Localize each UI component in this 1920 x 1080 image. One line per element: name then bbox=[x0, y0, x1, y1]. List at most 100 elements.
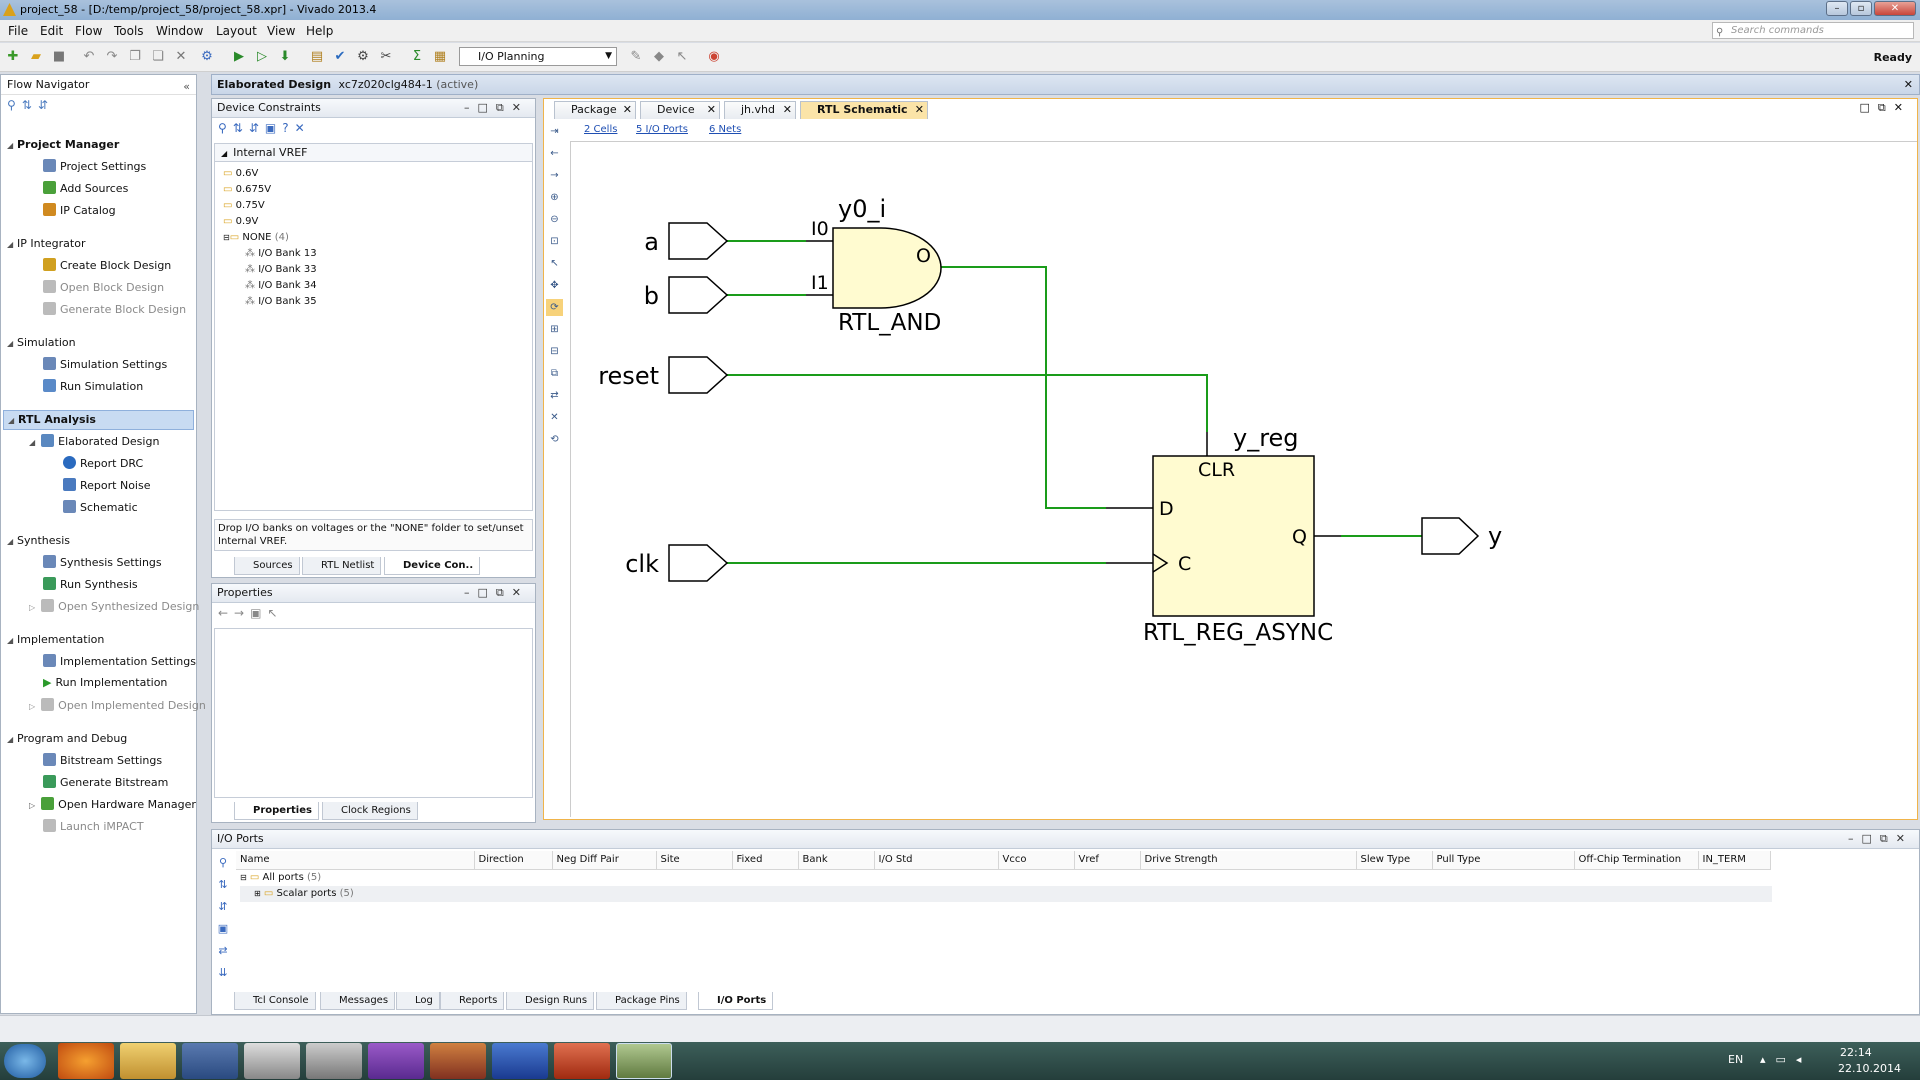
column-header[interactable]: Name bbox=[236, 851, 475, 870]
menu-file[interactable]: File bbox=[8, 24, 29, 38]
close-icon[interactable]: ✕ bbox=[706, 103, 716, 116]
panel-window-controls[interactable]: –□⧉✕ bbox=[464, 586, 529, 599]
launch-impact[interactable]: Launch iMPACT bbox=[43, 819, 144, 833]
delete-icon[interactable]: ✕ bbox=[175, 49, 187, 64]
pointer-icon[interactable]: ↖ bbox=[676, 49, 688, 64]
nets-link[interactable]: 6 Nets bbox=[709, 124, 742, 135]
tab-package-pins[interactable]: Package Pins bbox=[596, 992, 687, 1010]
panel-window-controls[interactable]: –□⧉✕ bbox=[464, 101, 529, 114]
section-rtl-analysis[interactable]: ◢RTL Analysis bbox=[3, 410, 194, 430]
column-header[interactable]: Vref bbox=[1074, 851, 1141, 870]
select-icon[interactable]: ↖ bbox=[550, 258, 559, 269]
create-block-design[interactable]: Create Block Design bbox=[43, 258, 171, 272]
column-header[interactable]: Fixed bbox=[732, 851, 799, 870]
properties-toolbar[interactable]: ←→▣↖ bbox=[218, 606, 284, 620]
section-ip-integrator[interactable]: ◢IP Integrator bbox=[7, 237, 86, 250]
simulation-settings[interactable]: Simulation Settings bbox=[43, 357, 167, 371]
run-step-icon[interactable]: ▷ bbox=[257, 49, 267, 64]
schematic-drawing[interactable]: a b reset clk y0_i I0 I1 O RTL_AND y_reg… bbox=[571, 142, 1916, 816]
explorer-taskbar-icon[interactable] bbox=[120, 1043, 176, 1079]
copy-icon[interactable]: ❐ bbox=[129, 49, 141, 64]
column-header[interactable]: Pull Type bbox=[1432, 851, 1575, 870]
tab-device-constraints[interactable]: Device Con.. bbox=[384, 557, 481, 575]
route-icon[interactable]: ⇄ bbox=[550, 390, 559, 401]
net-y0[interactable] bbox=[941, 266, 1106, 509]
zoom-out-icon[interactable]: ⊖ bbox=[550, 214, 559, 225]
menu-help[interactable]: Help bbox=[306, 24, 334, 38]
column-header[interactable]: Vcco bbox=[998, 851, 1075, 870]
language-indicator[interactable]: EN bbox=[1728, 1053, 1744, 1066]
open-block-design[interactable]: Open Block Design bbox=[43, 280, 164, 294]
run-icon[interactable]: ▶ bbox=[234, 49, 244, 64]
properties-icon[interactable]: ⚙ bbox=[201, 49, 213, 64]
menu-layout[interactable]: Layout bbox=[216, 24, 257, 38]
open-synthesized-design[interactable]: ▷Open Synthesized Design bbox=[29, 599, 200, 613]
column-header[interactable]: Slew Type bbox=[1356, 851, 1433, 870]
section-implementation[interactable]: ◢Implementation bbox=[7, 633, 105, 646]
refresh-icon[interactable]: ⟳ bbox=[546, 299, 563, 316]
menu-tools[interactable]: Tools bbox=[114, 24, 144, 38]
column-header[interactable]: Drive Strength bbox=[1140, 851, 1357, 870]
forward-icon[interactable]: → bbox=[550, 170, 559, 181]
program-icon[interactable]: ⬇ bbox=[279, 49, 291, 64]
tab-messages[interactable]: Messages bbox=[320, 992, 396, 1010]
section-project-manager[interactable]: ◢Project Manager bbox=[7, 138, 120, 151]
io-bank-item[interactable]: ⁂ I/O Bank 33 bbox=[245, 264, 317, 275]
tab-properties[interactable]: Properties bbox=[234, 802, 319, 820]
io-ports-toolbar[interactable]: ⚲⇅⇵▣⇄⇊ bbox=[217, 856, 229, 979]
port-clk-symbol[interactable] bbox=[668, 544, 729, 582]
tab-device[interactable]: Device✕ bbox=[640, 101, 720, 119]
port-b-symbol[interactable] bbox=[668, 276, 729, 314]
report-drc[interactable]: Report DRC bbox=[63, 456, 143, 470]
close-design-icon[interactable]: ✕ bbox=[1903, 78, 1913, 91]
tree-root[interactable]: ◢Internal VREF bbox=[215, 144, 532, 162]
close-button[interactable]: ✕ bbox=[1874, 1, 1916, 16]
table-row[interactable]: ⊟ ▭ All ports (5) bbox=[240, 869, 1772, 886]
menu-flow[interactable]: Flow bbox=[75, 24, 103, 38]
column-header[interactable]: IN_TERM bbox=[1698, 851, 1771, 870]
column-header[interactable]: Bank bbox=[798, 851, 875, 870]
vivado-taskbar-icon[interactable] bbox=[616, 1043, 672, 1079]
column-header[interactable]: Neg Diff Pair bbox=[552, 851, 657, 870]
voltage-folder[interactable]: ▭ 0.9V bbox=[223, 216, 259, 227]
tab-clock-regions[interactable]: Clock Regions bbox=[322, 802, 418, 820]
layout-select[interactable]: I/O Planning ▼ bbox=[459, 47, 617, 66]
powerpoint-taskbar-icon[interactable] bbox=[554, 1043, 610, 1079]
tab-io-ports[interactable]: I/O Ports bbox=[698, 992, 774, 1010]
sigma-icon[interactable]: Σ bbox=[412, 49, 422, 64]
word-taskbar-icon[interactable] bbox=[492, 1043, 548, 1079]
tab-reports[interactable]: Reports bbox=[440, 992, 505, 1010]
collapse-icon[interactable]: ⊟ bbox=[550, 346, 559, 357]
tab-sources[interactable]: Sources bbox=[234, 557, 300, 575]
schematic-canvas[interactable]: a b reset clk y0_i I0 I1 O RTL_AND y_reg… bbox=[570, 141, 1917, 817]
section-program-debug[interactable]: ◢Program and Debug bbox=[7, 732, 128, 745]
save-taskbar-icon[interactable] bbox=[182, 1043, 238, 1079]
clock-date[interactable]: 22.10.2014 bbox=[1838, 1062, 1901, 1075]
tab-jh-vhd[interactable]: jh.vhd✕ bbox=[724, 101, 796, 119]
firefox-taskbar-icon[interactable] bbox=[58, 1043, 114, 1079]
tab-design-runs[interactable]: Design Runs bbox=[506, 992, 595, 1010]
tab-rtl-netlist[interactable]: RTL Netlist bbox=[302, 557, 382, 575]
cells-link[interactable]: 2 Cells bbox=[584, 124, 618, 135]
run-synthesis[interactable]: Run Synthesis bbox=[43, 577, 138, 591]
minimize-button[interactable]: – bbox=[1826, 1, 1848, 16]
restore-button[interactable]: ▫ bbox=[1850, 1, 1872, 16]
bitstream-settings[interactable]: Bitstream Settings bbox=[43, 753, 162, 767]
expand-icon[interactable]: ⊞ bbox=[550, 324, 559, 335]
port-a-symbol[interactable] bbox=[668, 222, 729, 260]
section-simulation[interactable]: ◢Simulation bbox=[7, 336, 76, 349]
move-icon[interactable]: ✥ bbox=[550, 280, 559, 291]
port-reset-symbol[interactable] bbox=[668, 356, 729, 394]
zoom-in-icon[interactable]: ⊕ bbox=[550, 192, 559, 203]
start-button[interactable] bbox=[4, 1044, 46, 1078]
schematic[interactable]: Schematic bbox=[63, 500, 138, 514]
panel-window-controls[interactable]: –□⧉✕ bbox=[1848, 832, 1913, 845]
remove-icon[interactable]: ✕ bbox=[550, 412, 559, 423]
tab-package[interactable]: Package✕ bbox=[554, 101, 636, 119]
net-reset[interactable] bbox=[727, 374, 1208, 432]
sync-icon[interactable]: ⟲ bbox=[550, 434, 559, 445]
register-symbol[interactable] bbox=[1152, 455, 1315, 617]
none-folder[interactable]: ⊟▭ NONE (4) bbox=[223, 232, 289, 243]
back-icon[interactable]: ← bbox=[550, 148, 559, 159]
io-bank-item[interactable]: ⁂ I/O Bank 34 bbox=[245, 280, 317, 291]
